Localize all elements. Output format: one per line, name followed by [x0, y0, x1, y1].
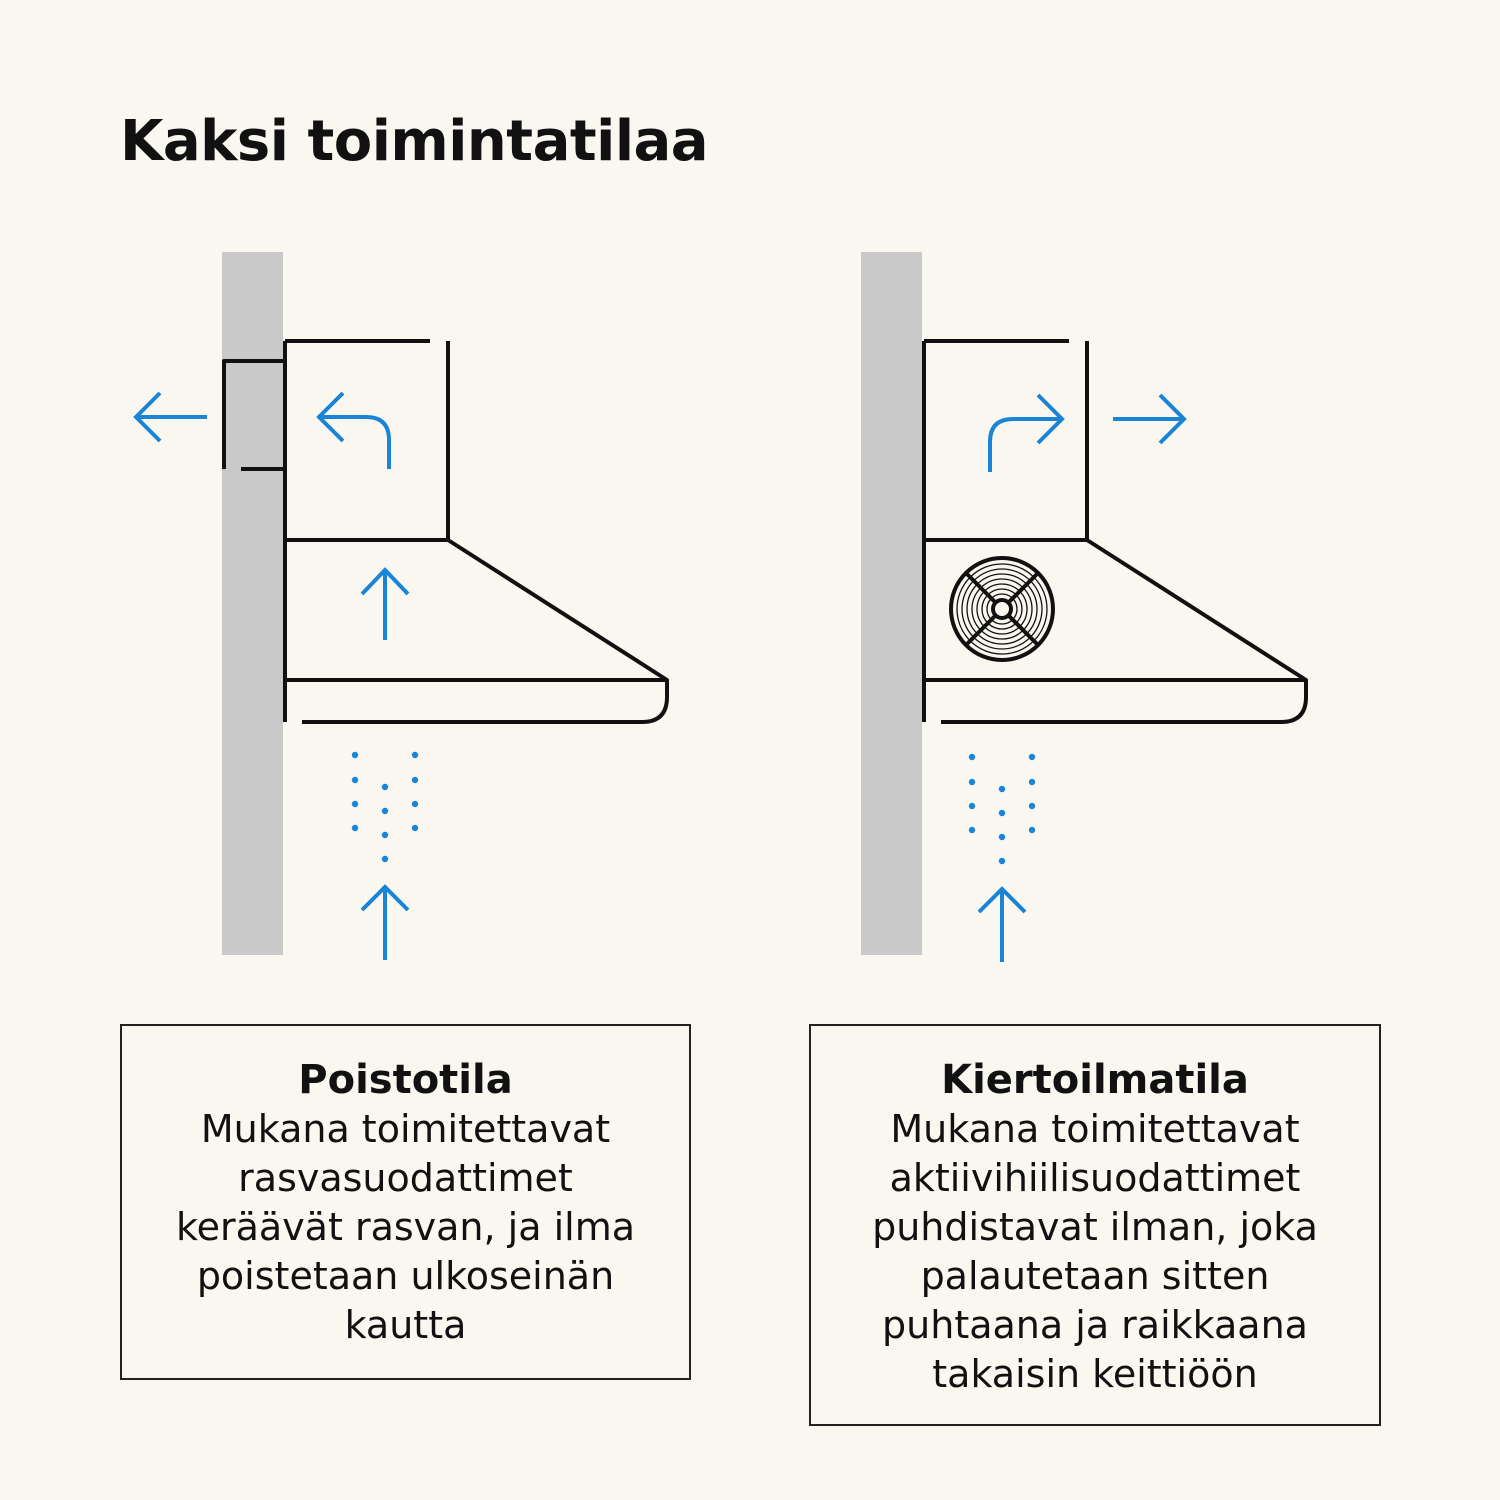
arrow-up-icon — [977, 886, 1027, 962]
range-hood-right — [922, 339, 1308, 724]
wall-left — [222, 252, 283, 955]
air-dots — [351, 751, 419, 863]
recirculation-mode-illustration — [861, 252, 1308, 962]
range-hood-left — [222, 339, 669, 724]
mode-description: Mukana toimitettavat aktiivihiilisuodatt… — [872, 1107, 1318, 1396]
air-dots — [968, 753, 1036, 865]
arrow-up-icon — [360, 567, 410, 640]
mode-card-exhaust: Poistotila Mukana toimitettavat rasvasuo… — [120, 1024, 691, 1380]
wall-right — [861, 252, 922, 955]
arrow-right-icon — [1113, 393, 1187, 445]
arrow-turn-left-icon — [316, 391, 391, 469]
exhaust-mode-illustration — [133, 252, 669, 960]
mode-title: Poistotila — [298, 1057, 513, 1103]
arrow-left-icon — [133, 391, 207, 443]
mode-card-recirculation: Kiertoilmatila Mukana toimitettavat akti… — [809, 1024, 1381, 1426]
arrow-turn-right-icon — [988, 393, 1065, 472]
carbon-filter-icon — [949, 556, 1055, 662]
mode-description: Mukana toimitettavat rasvasuodattimet ke… — [175, 1107, 636, 1347]
page-title: Kaksi toimintatilaa — [120, 109, 709, 174]
arrow-up-icon — [360, 884, 410, 960]
airflow-arrows-right — [968, 393, 1187, 962]
airflow-arrows-left — [133, 391, 419, 960]
mode-title: Kiertoilmatila — [941, 1057, 1249, 1103]
